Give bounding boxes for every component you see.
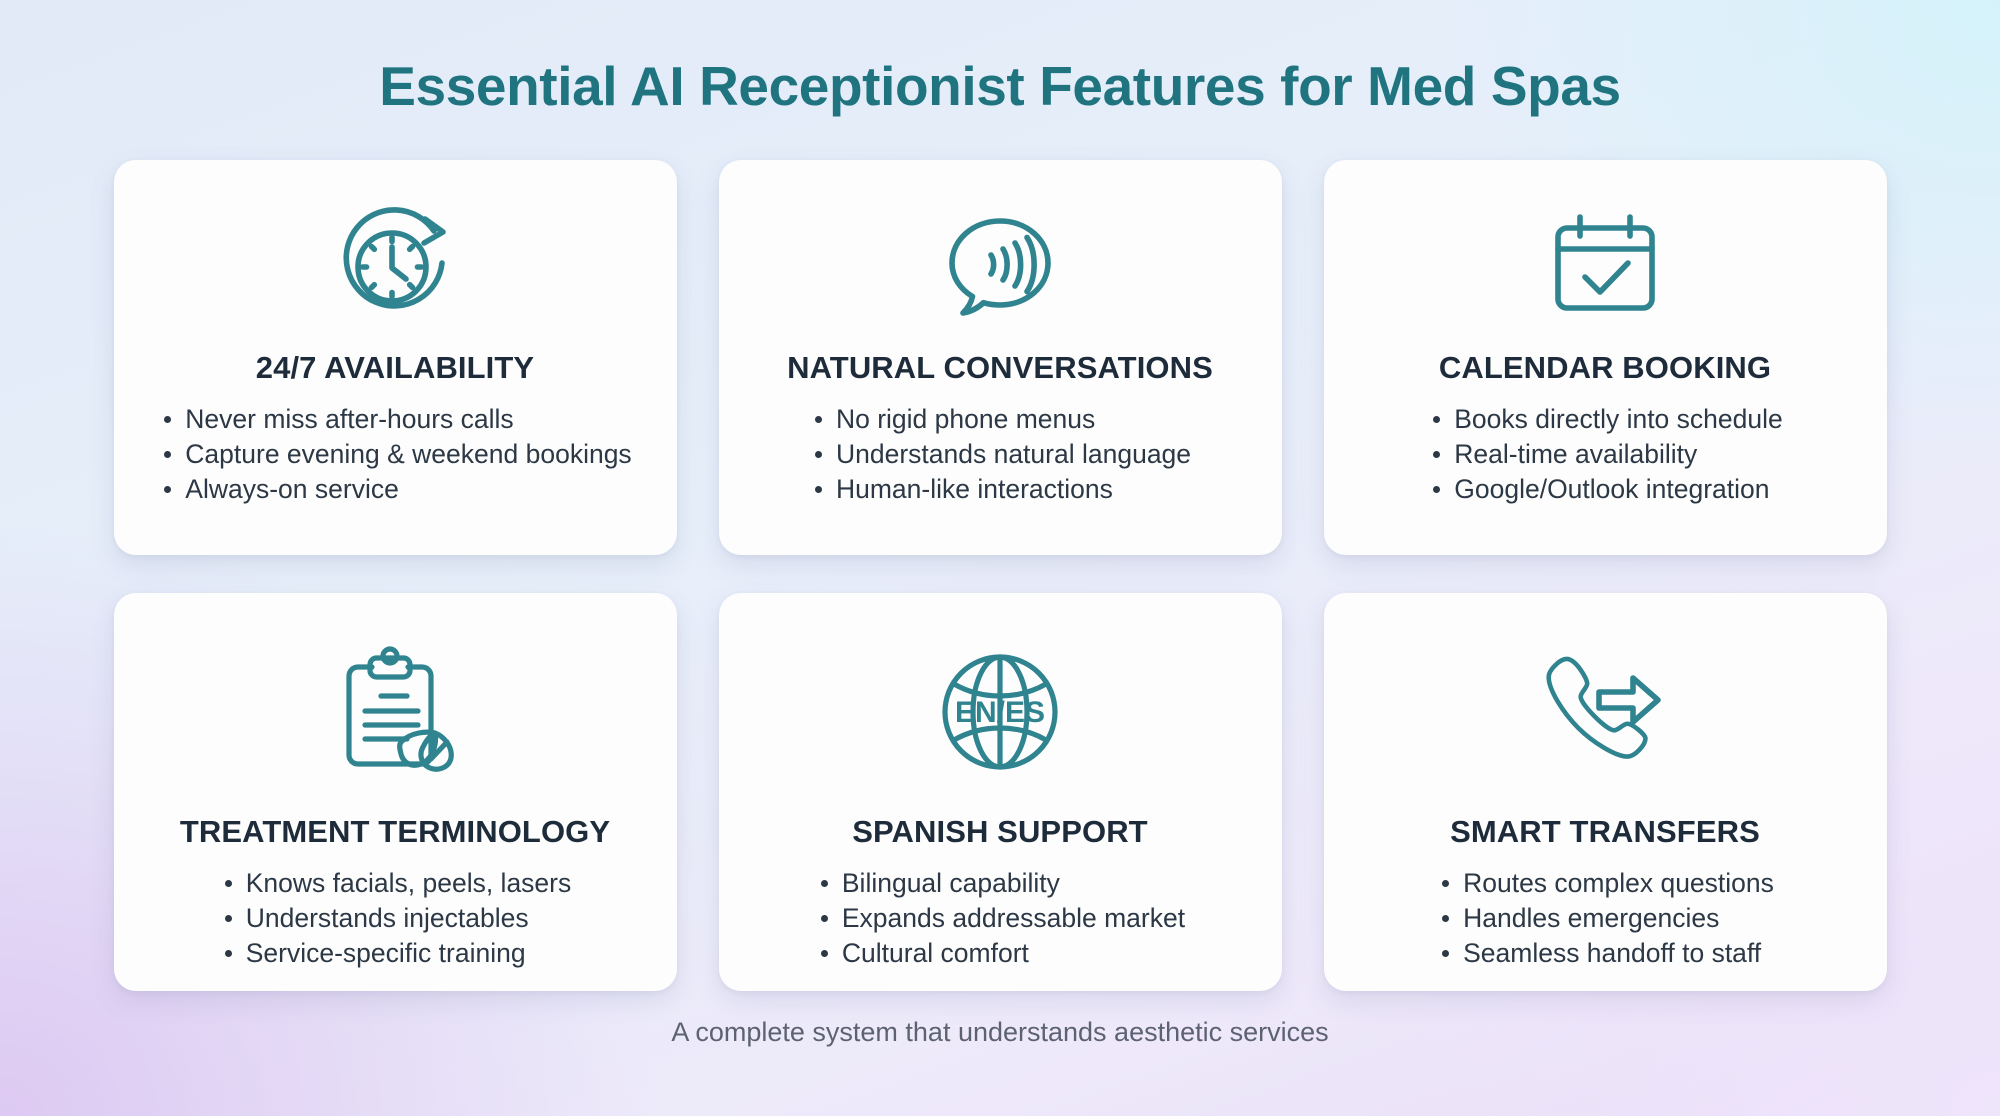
feature-card-conversations: NATURAL CONVERSATIONS No rigid phone men…: [718, 159, 1282, 555]
card-title: SMART TRANSFERS: [1450, 813, 1760, 849]
feature-card-availability: 24/7 AVAILABILITY Never miss after-hours…: [113, 159, 677, 555]
list-item: Cultural comfort: [815, 936, 1185, 971]
feature-card-calendar: CALENDAR BOOKING Books directly into sch…: [1323, 159, 1887, 555]
list-item: Always-on service: [158, 472, 631, 507]
card-bullets: Never miss after-hours calls Capture eve…: [158, 402, 632, 508]
globe-language-icon: EN/ES: [930, 625, 1070, 800]
footer-caption: A complete system that understands aesth…: [671, 1016, 1329, 1047]
speech-bubble-waves-icon: [935, 192, 1065, 340]
list-item: Books directly into schedule: [1427, 402, 1783, 437]
list-item: Never miss after-hours calls: [158, 402, 631, 437]
phone-transfer-icon: [1535, 625, 1675, 800]
list-item: No rigid phone menus: [809, 402, 1191, 437]
card-bullets: Books directly into schedule Real-time a…: [1427, 402, 1783, 508]
list-item: Understands injectables: [219, 901, 572, 936]
feature-card-spanish: EN/ES SPANISH SUPPORT Bilingual capabili…: [718, 592, 1282, 991]
feature-card-grid: 24/7 AVAILABILITY Never miss after-hours…: [113, 159, 1887, 991]
clock-rotate-icon: [330, 192, 460, 340]
list-item: Routes complex questions: [1436, 866, 1774, 901]
list-item: Real-time availability: [1427, 437, 1782, 472]
list-item: Google/Outlook integration: [1427, 472, 1782, 507]
calendar-check-icon: [1540, 192, 1670, 340]
list-item: Bilingual capability: [815, 866, 1185, 901]
list-item: Handles emergencies: [1436, 901, 1774, 936]
feature-card-terminology: TREATMENT TERMINOLOGY Knows facials, pee…: [113, 592, 677, 991]
feature-card-transfers: SMART TRANSFERS Routes complex questions…: [1323, 592, 1887, 991]
list-item: Knows facials, peels, lasers: [219, 866, 571, 901]
list-item: Seamless handoff to staff: [1436, 936, 1774, 971]
card-title: 24/7 AVAILABILITY: [255, 349, 535, 385]
list-item: Understands natural language: [809, 437, 1191, 472]
card-bullets: Knows facials, peels, lasers Understands…: [219, 866, 572, 972]
card-title: CALENDAR BOOKING: [1438, 349, 1772, 385]
card-title: NATURAL CONVERSATIONS: [787, 349, 1213, 385]
card-title: SPANISH SUPPORT: [852, 813, 1148, 849]
page-title: Essential AI Receptionist Features for M…: [379, 55, 1621, 117]
card-bullets: Bilingual capability Expands addressable…: [815, 866, 1185, 972]
clipboard-leaf-icon: [325, 625, 465, 800]
card-bullets: No rigid phone menus Understands natural…: [809, 402, 1191, 508]
list-item: Service-specific training: [219, 936, 572, 971]
list-item: Human-like interactions: [809, 472, 1191, 507]
globe-icon-label: EN/ES: [955, 696, 1045, 729]
card-title: TREATMENT TERMINOLOGY: [179, 813, 611, 849]
list-item: Expands addressable market: [815, 901, 1185, 936]
card-bullets: Routes complex questions Handles emergen…: [1436, 866, 1774, 972]
list-item: Capture evening & weekend bookings: [158, 437, 632, 472]
